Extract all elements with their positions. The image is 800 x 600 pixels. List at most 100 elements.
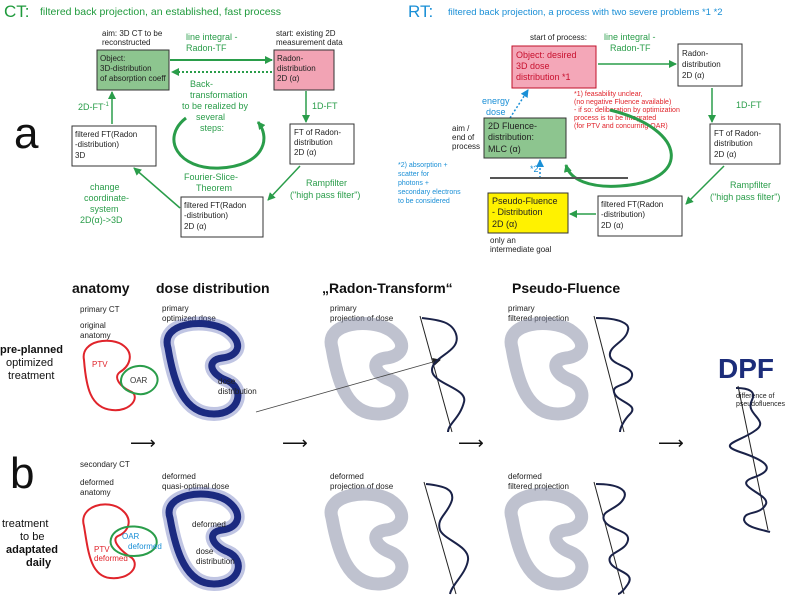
panel-a: CT: filtered back projection, an establi… (4, 2, 360, 238)
ct-ramp-label: Rampfilter ("high pass filter") (290, 178, 360, 200)
ct-fourier-arrow (133, 167, 181, 209)
rt-ramp-arrow (685, 165, 725, 205)
ct-fourier-slice-label: Fourier-Slice- Theorem (184, 172, 241, 193)
ct-filtered-box-bottom (180, 196, 264, 238)
rt-1dft-label: 1D-FT (736, 100, 762, 110)
anat1-labels: primary CT original anatomy (80, 305, 122, 340)
oar-deformed-contour (109, 525, 158, 558)
header-radon-transform: „Radon-Transform“ (322, 280, 453, 296)
rt-pseudo-box (487, 192, 569, 234)
radon2-shape (324, 487, 409, 591)
rt-start-text: start of process: (530, 33, 587, 42)
ct-radon-box (273, 49, 335, 91)
ct-title: CT: (4, 2, 30, 21)
arrow-radon-to-pseudo: ⟶ (458, 433, 484, 453)
rt-energy-dotted-arrow (509, 89, 529, 119)
oar-contour (120, 365, 159, 396)
dpf-subtitle: difference of pseudofluences (736, 393, 786, 408)
radon1-profile (421, 317, 466, 433)
pseudo1-shape (504, 317, 589, 421)
ct-change-coord-label: change coordinate- system 2D(α)->3D (80, 182, 132, 225)
ct-1dft-label: 1D-FT (312, 101, 338, 111)
dpf-axis (737, 385, 769, 531)
ct-ft-radon-text: FT of Radon- distribution 2D (α) (294, 128, 343, 157)
header-dose-distribution: dose distribution (156, 280, 270, 296)
panel-b-label: b (10, 449, 34, 498)
radon2-projection-axis (423, 481, 457, 595)
rt-star2: *2 (530, 164, 539, 174)
oar-label: OAR (130, 376, 148, 385)
rt-object-text: Object: desired 3D dose distribution *1 (516, 50, 579, 82)
rt-ramp-label: Rampfilter ("high pass filter") (710, 180, 780, 202)
header-anatomy: anatomy (72, 280, 130, 296)
rt-cycle-arrow (563, 108, 673, 188)
dose2-shape (162, 487, 246, 592)
radon1-projection-axis (419, 315, 453, 433)
ct-aim-text: aim: 3D CT to be reconstructed (102, 29, 165, 47)
rt-energy-dose: energy dose (482, 96, 512, 117)
arrow-anat-to-dose: ⟶ (130, 433, 156, 453)
ct-start-text: start: existing 2D measurement data (276, 29, 343, 47)
rt-note1: *1) feasability unclear, (no negative Fl… (574, 91, 682, 130)
rt-title: RT: (408, 2, 433, 21)
rt-intermediate: only an intermediate goal (490, 236, 552, 254)
ptv-deformed-contour (82, 503, 136, 580)
dose1-shape (160, 316, 245, 422)
ct-object-text: Object: 3D-distribution of absorption co… (100, 54, 166, 83)
pseudo2-labels: deformed filtered projection (508, 472, 569, 491)
arrow-pseudo-to-dpf: ⟶ (658, 433, 684, 453)
panel-a-rt: RT: filtered back projection, a process … (398, 2, 781, 254)
radon2-profile (425, 483, 470, 595)
pseudo1-profile (595, 317, 634, 433)
ct-2dft-label: 2D-FT-1 (78, 102, 109, 112)
pseudo2-profile (595, 483, 631, 595)
ct-filtered-bottom-text: filtered FT(Radon -distribution) 2D (α) (184, 201, 248, 231)
ct-back-transform-label: Back- transformation to be realized by s… (182, 79, 251, 133)
rt-radon-text: Radon- distribution 2D (α) (682, 49, 723, 80)
pseudo1-projection-axis (593, 315, 625, 433)
rt-filtered-box (597, 195, 683, 237)
ct-filtered-left-text: filtered FT(Radon -distribution) 3D (75, 130, 139, 160)
rt-fluence-text: 2D Fluence- distribution: MLC (α) (488, 121, 540, 154)
anat2-labels: secondary CT deformed anatomy (80, 460, 132, 497)
pseudo2-projection-axis (593, 481, 625, 595)
radon1-shape (324, 317, 409, 421)
header-pseudo-fluence: Pseudo-Fluence (512, 280, 620, 296)
rt-subtitle: filtered back projection, a process with… (448, 7, 723, 18)
oar-deformed-label: OAR deformed (122, 532, 162, 551)
row2-label: treatment to be adaptated daily (2, 518, 61, 569)
dose2-labels: deformed quasi-optimal dose (162, 472, 230, 491)
panel-a-label: a (14, 109, 39, 158)
arrow-dose-to-radon: ⟶ (282, 433, 308, 453)
dpf-profile (728, 387, 771, 533)
rt-ft-radon-box (709, 123, 781, 165)
rt-object-box (511, 45, 597, 89)
ct-cycle-arrow (172, 116, 266, 170)
rt-radon-box (677, 43, 743, 87)
ct-filtered-box-left (71, 125, 157, 167)
dose1-labels: primary optimized dose (162, 304, 216, 323)
rt-note2: *2) absorption + scatter for photons + s… (398, 162, 463, 205)
ct-subtitle: filtered back projection, an established… (40, 6, 281, 18)
dpf-title: DPF (718, 353, 774, 384)
radon1-projection-ray (255, 358, 441, 413)
ptv-label: PTV (92, 360, 108, 369)
rt-filtered-text: filtered FT(Radon -distribution) 2D (α) (601, 200, 665, 230)
rt-fluence-box (483, 117, 567, 159)
dose2-deformed-label: deformed (192, 520, 226, 529)
ct-ft-radon-box (289, 123, 355, 165)
ct-line-integral-label: line integral - Radon-TF (186, 32, 240, 53)
row1-label: pre-planned optimized treatment (0, 344, 66, 382)
ct-radon-text: Radon- distribution 2D (α) (277, 54, 318, 83)
rt-line-integral-label: line integral - Radon-TF (604, 32, 658, 53)
panel-b: b anatomy dose distribution „Radon-Trans… (0, 280, 786, 595)
rt-aim-end: aim / end of process (452, 124, 480, 151)
ptv-deformed-label: PTV deformed (94, 545, 128, 563)
pseudo2-shape (504, 487, 589, 591)
rt-ft-radon-text: FT of Radon- distribution 2D (α) (714, 129, 763, 159)
ptv-contour (82, 339, 136, 412)
radon2-labels: deformed projection of dose (330, 472, 394, 491)
ct-ramp-arrow (267, 165, 301, 201)
dose2-dist-label: dose distribution (196, 547, 235, 566)
